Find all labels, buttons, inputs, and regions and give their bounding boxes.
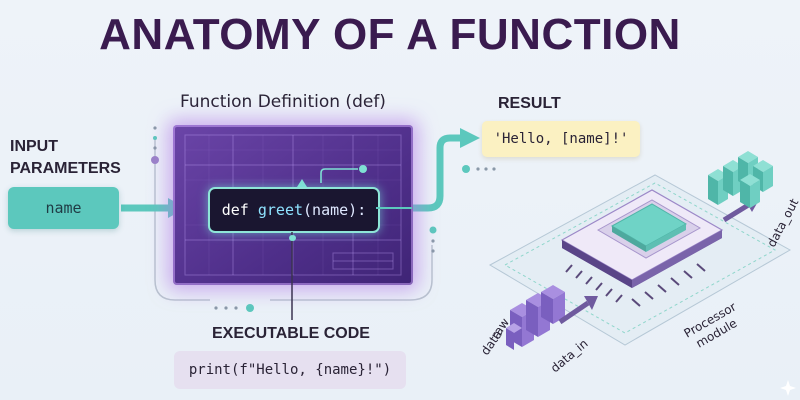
function-signature: def greet(name): xyxy=(208,187,380,233)
function-name: greet xyxy=(257,201,304,219)
result-heading: RESULT xyxy=(498,95,561,112)
dot xyxy=(476,167,480,171)
input-heading-line1: INPUT xyxy=(10,138,58,155)
dot xyxy=(431,239,435,243)
chip-pins xyxy=(565,263,706,307)
executable-statement: print(f"Hello, {name}!") xyxy=(174,351,406,389)
dot xyxy=(492,167,496,171)
output-arrowhead xyxy=(460,128,480,148)
dot xyxy=(153,126,157,130)
data-out-label: data_out xyxy=(764,196,800,249)
dot xyxy=(153,146,157,150)
input-data-blocks xyxy=(506,285,565,350)
input-heading-line2: PARAMETERS xyxy=(10,160,121,177)
executable-heading: EXECUTABLE CODE xyxy=(212,325,370,342)
dot xyxy=(224,306,228,310)
function-args: (name): xyxy=(303,201,367,219)
input-heading: INPUT PARAMETERS xyxy=(10,136,121,180)
dot xyxy=(429,226,437,234)
dot xyxy=(246,304,254,312)
dot xyxy=(431,249,435,253)
dot xyxy=(484,167,488,171)
output-data-blocks xyxy=(708,151,773,208)
def-keyword: def xyxy=(221,201,249,219)
dot xyxy=(234,306,238,310)
output-arrow xyxy=(412,134,462,212)
right-bracket-line xyxy=(270,245,433,301)
input-parameter: name xyxy=(8,187,119,229)
page-title: ANATOMY OF A FUNCTION xyxy=(99,10,681,59)
base-outline xyxy=(503,182,777,334)
data-in-arrowhead xyxy=(584,296,598,310)
dot xyxy=(151,156,159,164)
data-in-label: data_in xyxy=(548,336,591,375)
left-bracket-line xyxy=(154,140,210,301)
dot xyxy=(214,306,218,310)
result-value: 'Hello, [name]!' xyxy=(482,121,640,157)
dot xyxy=(153,136,157,140)
definition-heading: Function Definition (def) xyxy=(180,92,386,112)
dot xyxy=(462,165,470,173)
sparkle-icon xyxy=(780,380,796,396)
